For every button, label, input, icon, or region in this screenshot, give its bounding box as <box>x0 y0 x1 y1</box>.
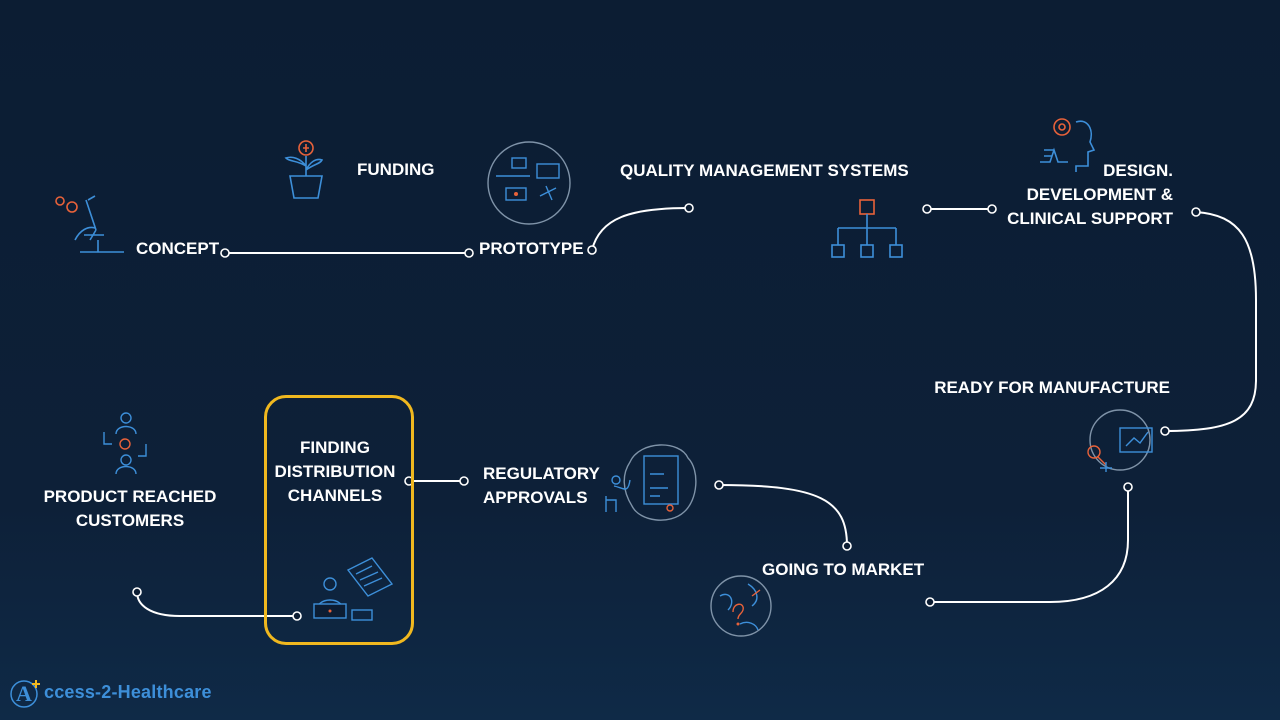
globe-question-icon <box>710 575 772 637</box>
logo-mark-icon: A <box>10 680 40 708</box>
person-laptop-icon <box>313 557 394 621</box>
org-chart-icon <box>831 199 903 258</box>
step-market-label: GOING TO MARKET <box>762 560 925 579</box>
brand-logo: A ccess-2-Healthcare <box>6 674 212 710</box>
prototype-devices-icon <box>487 141 571 225</box>
step-prototype-label: PROTOTYPE <box>479 239 584 258</box>
step-customers-label: PRODUCT REACHED CUSTOMERS <box>43 487 217 530</box>
connectors <box>136 207 1257 617</box>
fda-document-icon <box>605 444 697 521</box>
step-design-label: DESIGN. DEVELOPMENT & CLINICAL SUPPORT <box>1007 161 1173 228</box>
step-regulatory-label: REGULATORY APPROVALS <box>483 464 600 507</box>
globe-analytics-icon <box>1087 409 1153 472</box>
logo-mark-letter: A <box>16 681 32 706</box>
step-manufacture-label: READY FOR MANUFACTURE <box>934 378 1170 397</box>
connector-dots <box>132 203 1201 621</box>
highlight-box-distribution <box>264 395 414 645</box>
step-funding-label: FUNDING <box>357 160 435 179</box>
money-plant-icon <box>284 140 324 199</box>
microscope-idea-icon <box>55 195 124 253</box>
connector-design-manufacture <box>1164 211 1257 432</box>
connector-manufacture-market <box>930 487 1129 603</box>
step-concept-label: CONCEPT <box>136 239 220 258</box>
connector-prototype-qms <box>591 207 690 251</box>
connector-market-regulatory <box>718 484 848 547</box>
step-qms-label: QUALITY MANAGEMENT SYSTEMS <box>620 161 909 180</box>
head-gear-icon <box>1040 118 1096 172</box>
step-distribution-label: FINDING DISTRIBUTION CHANNELS <box>274 438 396 505</box>
logo-text: ccess-2-Healthcare <box>44 681 212 702</box>
customer-exchange-icon <box>103 412 147 475</box>
